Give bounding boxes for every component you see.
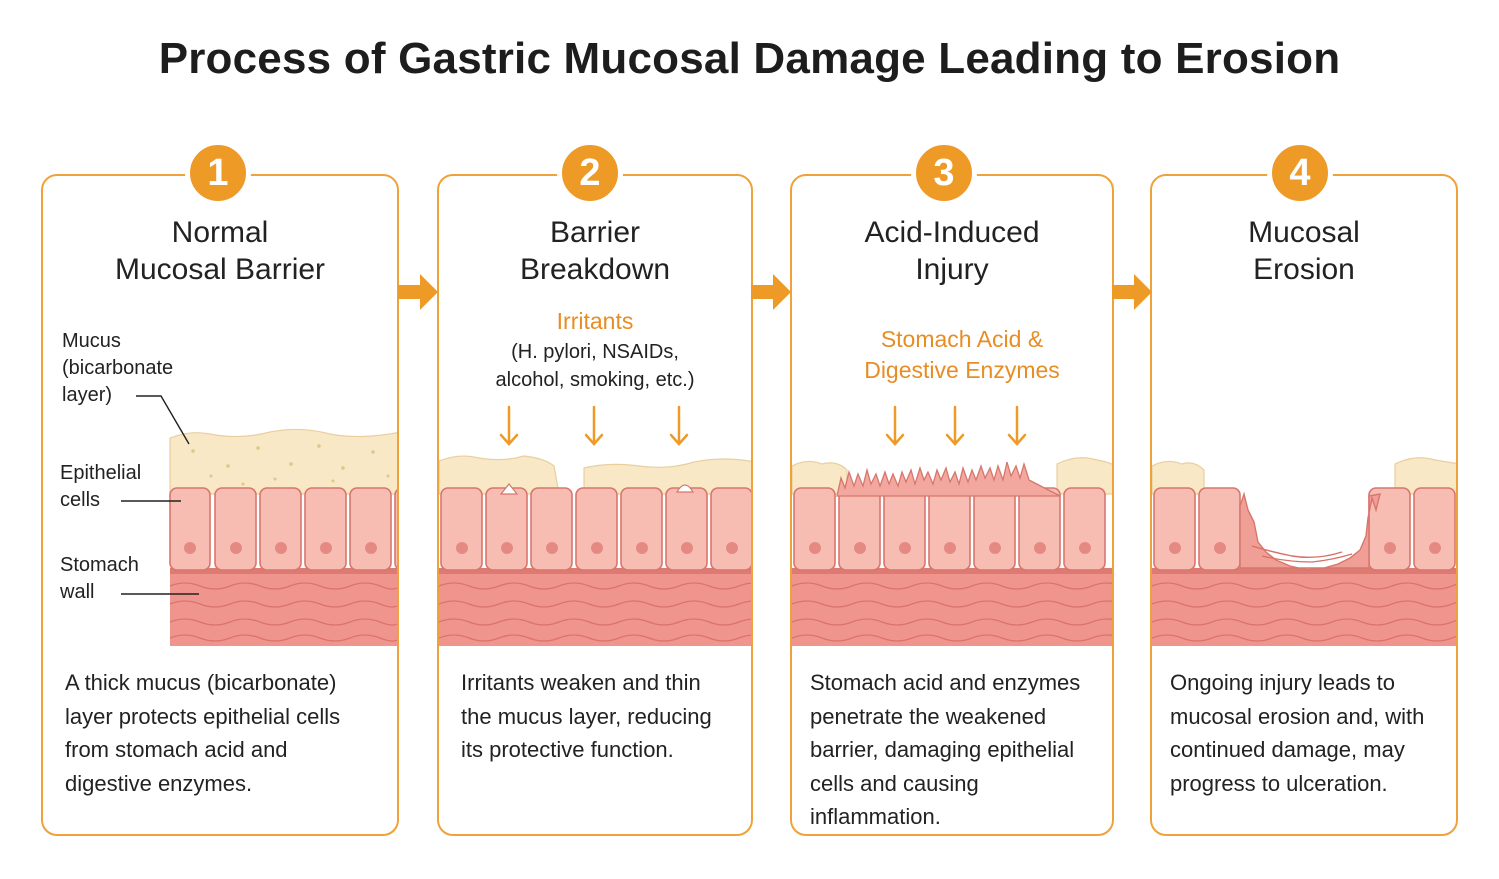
step-2-description: Irritants weaken and thin the mucus laye… <box>461 666 712 767</box>
step-4-desc-line: mucosal erosion and, with <box>1170 703 1425 729</box>
step-1-panel: Normal Mucosal Barrier <box>41 174 399 836</box>
erosion-crater <box>1239 491 1381 571</box>
step-1-desc-line: from stomach acid and <box>65 737 288 762</box>
mucosal-erosion-illustration <box>1152 457 1456 646</box>
step-2-panel: Barrier Breakdown Irritants (H. pylori, … <box>437 174 753 836</box>
mucus-layer <box>169 428 397 495</box>
step-1-desc-line: digestive enzymes. <box>65 770 253 796</box>
step-2-desc-line: the mucus layer, reducing <box>461 703 712 729</box>
step-1-desc-line: A thick mucus (bicarbonate) <box>65 670 337 695</box>
mucus-label-line1: Mucus <box>62 330 121 352</box>
step-3-panel: Acid-Induced Injury Stomach Acid & Diges… <box>790 174 1114 836</box>
step-2-badge: 2 <box>557 140 623 206</box>
step-2-desc-line: its protective function. <box>461 737 674 762</box>
step-1-title-line1: Normal <box>171 216 269 249</box>
page-title: Process of Gastric Mucosal Damage Leadin… <box>158 34 1341 83</box>
stomach-wall-layer <box>170 568 397 646</box>
step-4-title-line1: Mucosal <box>1248 216 1360 249</box>
step-4-panel: Mucosal Erosion Ongoing injury leads to … <box>1150 174 1458 836</box>
step-4-badge: 4 <box>1267 140 1333 206</box>
step-1-desc-line: layer protects epithelial cells <box>65 703 341 729</box>
step-4-desc-line: progress to ulceration. <box>1170 770 1388 796</box>
wall-label-line2: wall <box>60 581 95 603</box>
normal-mucosa-illustration <box>121 395 397 646</box>
flow-arrow-icon <box>751 274 791 310</box>
step-2-title: Barrier Breakdown <box>439 214 751 288</box>
step-1-badge: 1 <box>185 140 251 206</box>
step-4-desc-line: continued damage, may <box>1170 737 1405 762</box>
down-arrow-icon <box>885 405 1027 446</box>
step-3-desc-line: cells and causing inflammation. <box>810 770 979 830</box>
flow-arrow-icon <box>398 274 438 310</box>
mucus-label-line2: (bicarbonate <box>62 357 174 379</box>
irritants-detail-line1: (H. pylori, NSAIDs, <box>511 341 679 363</box>
acid-label-line1: Stomach Acid & <box>880 326 1044 352</box>
step-1-title: Normal Mucosal Barrier <box>43 214 397 288</box>
down-arrow-icon <box>499 405 689 446</box>
step-4-description: Ongoing injury leads to mucosal erosion … <box>1170 666 1424 800</box>
step-2-desc-line: Irritants weaken and thin <box>461 670 701 695</box>
step-3-title: Acid-Induced Injury <box>792 214 1112 288</box>
stomach-wall-label: Stomach wall <box>60 552 139 606</box>
step-3-title-line2: Injury <box>915 253 989 286</box>
epithelial-cells <box>169 487 397 571</box>
step-3-desc-line: barrier, damaging epithelial <box>810 737 1075 762</box>
step-3-desc-line: Stomach acid and enzymes <box>810 670 1081 695</box>
flow-arrow-icon <box>1112 274 1152 310</box>
irritants-detail: (H. pylori, NSAIDs, alcohol, smoking, et… <box>439 338 751 394</box>
step-4-desc-line: Ongoing injury leads to <box>1170 670 1396 695</box>
step-2-title-line1: Barrier <box>549 216 640 249</box>
epithelial-label: Epithelial cells <box>60 460 141 514</box>
step-4-title-line2: Erosion <box>1253 253 1355 286</box>
irritants-detail-line2: alcohol, smoking, etc.) <box>495 369 695 391</box>
acid-injury-illustration <box>792 405 1112 646</box>
mucus-label: Mucus (bicarbonate layer) <box>62 328 173 409</box>
wall-label-line1: Stomach <box>60 554 139 576</box>
step-3-description: Stomach acid and enzymes penetrate the w… <box>810 666 1112 834</box>
thin-mucus-layer <box>439 455 560 495</box>
step-4-title: Mucosal Erosion <box>1152 214 1456 288</box>
step-3-title-line1: Acid-Induced <box>864 216 1040 249</box>
barrier-breakdown-illustration <box>439 405 751 646</box>
epithelial-label-line1: Epithelial <box>60 462 142 484</box>
mucus-label-line3: layer) <box>62 384 113 406</box>
acid-enzymes-label: Stomach Acid & Digestive Enzymes <box>802 324 1112 386</box>
step-2-title-line2: Breakdown <box>519 253 671 286</box>
step-1-description: A thick mucus (bicarbonate) layer protec… <box>65 666 340 800</box>
irritants-label: Irritants <box>556 308 634 334</box>
acid-label-line2: Digestive Enzymes <box>864 357 1060 383</box>
epithelial-label-line2: cells <box>60 489 101 511</box>
step-1-title-line2: Mucosal Barrier <box>114 253 326 286</box>
step-3-badge: 3 <box>911 140 977 206</box>
step-3-desc-line: penetrate the weakened <box>810 703 1047 729</box>
